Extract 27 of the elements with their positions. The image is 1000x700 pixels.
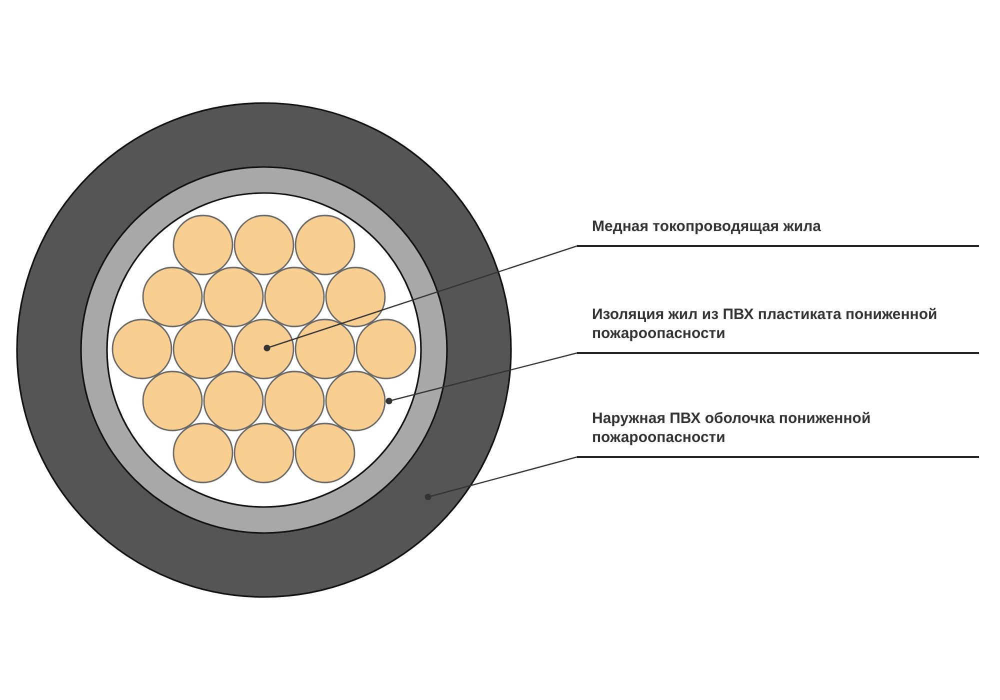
copper-wire <box>264 266 325 328</box>
copper-wire <box>112 318 172 380</box>
part-label: Медная токопроводящая жила <box>577 217 979 247</box>
copper-wire <box>172 318 234 380</box>
copper-wire <box>264 370 325 432</box>
copper-wire <box>294 318 356 380</box>
copper-wire <box>325 370 386 432</box>
copper-wire <box>325 266 386 328</box>
copper-wire <box>203 370 264 432</box>
copper-wire <box>172 422 234 484</box>
part-label: Наружная ПВХ оболочка пониженной пожароопасности <box>577 409 979 458</box>
copper-wire <box>234 422 294 484</box>
copper-wire <box>203 266 264 328</box>
leader-line <box>386 352 578 404</box>
copper-wire <box>356 318 416 380</box>
copper-wire <box>234 318 294 380</box>
copper-wire <box>294 214 356 276</box>
copper-wire <box>142 370 203 432</box>
leader-line <box>424 456 578 500</box>
copper-wire <box>294 422 356 484</box>
insulation-layer <box>106 192 422 508</box>
copper-wire <box>142 266 203 328</box>
leader-line <box>264 245 578 352</box>
copper-wire <box>234 214 294 276</box>
outer-sheath <box>16 102 512 598</box>
copper-wire <box>172 214 234 276</box>
part-label: Изоляция жил из ПВХ пластиката пониженной пожароопасности <box>577 305 979 354</box>
